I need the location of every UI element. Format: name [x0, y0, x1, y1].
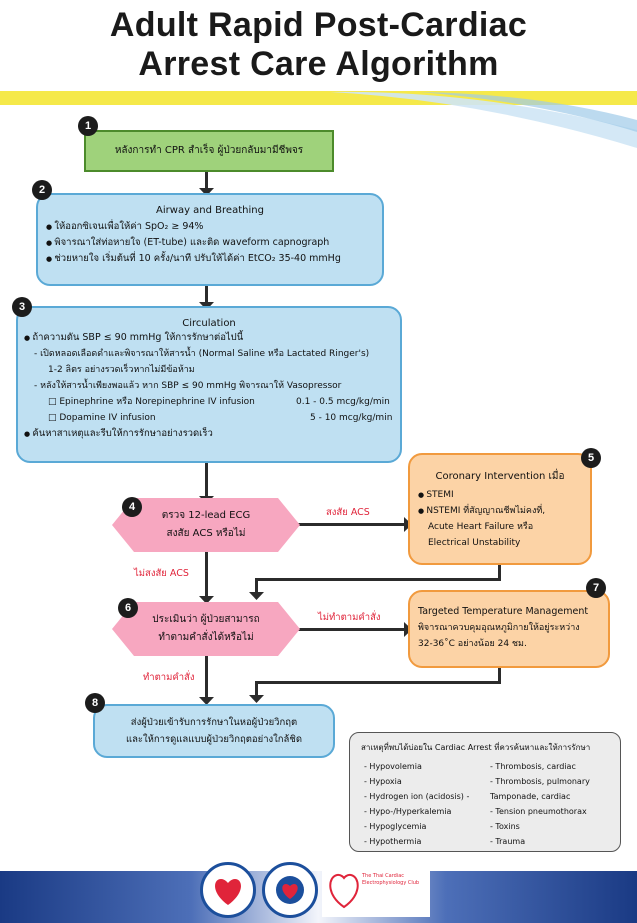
step-4-number: 4 — [122, 497, 142, 517]
step-3-line-3: 1-2 ลิตร อย่างรวดเร็วหากไม่มีข้อห้าม — [48, 365, 195, 375]
cause-left-6: - Hypothermia — [364, 837, 422, 846]
connector-1-2 — [205, 172, 208, 190]
step-4-text: ตรวจ 12-lead ECG สงสัย ACS หรือไม่ — [112, 507, 300, 543]
return-7-line-down — [255, 681, 258, 697]
title-line-1: Adult Rapid Post-Cardiac — [109, 6, 528, 44]
step-8-box: ส่งผู้ป่วยเข้ารับการรักษาในหอผู้ป่วยวิกฤ… — [93, 704, 335, 758]
connector-6-8 — [205, 654, 208, 699]
step-4-line-2: สงสัย ACS หรือไม่ — [166, 528, 246, 539]
step-3-number: 3 — [12, 297, 32, 317]
step-6-number: 6 — [118, 598, 138, 618]
step-2-item-2: พิจารณาใส่ท่อหายใจ (ET-tube) และติด wave… — [46, 235, 382, 251]
step-2-number: 2 — [32, 180, 52, 200]
title-line-2: Arrest Care Algorithm — [138, 45, 499, 83]
step-3-line-5: ค้นหาสาเหตุและรีบให้การรักษาอย่างรวดเร็ว — [24, 426, 400, 442]
ep-club-name: The Thai Cardiac Electrophysiology Club — [362, 873, 420, 886]
step-2-box: Airway and Breathing ให้ออกซิเจนเพื่อให้… — [36, 193, 384, 286]
step-5-number: 5 — [581, 448, 601, 468]
step-5-item-2c: Electrical Unstability — [428, 538, 521, 548]
cause-right-6: - Trauma — [490, 837, 526, 846]
step-3-line-2: - เปิดหลอดเลือดดำและพิจารณาให้สารน้ำ (No… — [34, 349, 370, 359]
step-3-drug-1-name: Epinephrine หรือ Norepinephrine IV infus… — [59, 397, 255, 407]
step-3-drug-2-name: Dopamine IV infusion — [59, 413, 156, 423]
step-7-line-2: 32-36˚C อย่างน้อย 24 ชม. — [418, 639, 527, 649]
connector-4-5 — [297, 523, 407, 526]
step-3-line-4: - หลังให้สารน้ำเพียงพอแล้ว หาก SBP ≤ 90 … — [34, 381, 342, 391]
step-5-item-2b: Acute Heart Failure หรือ — [428, 522, 534, 532]
edge-label-follow-yes: ทำตามคำสั่ง — [143, 672, 195, 683]
return-5-line-h — [255, 578, 501, 581]
cause-right-3: Tamponade, cardiac — [490, 792, 571, 801]
footer-band — [0, 871, 637, 923]
step-1-text: หลังการทำ CPR สำเร็จ ผู้ป่วยกลับมามีชีพจ… — [114, 145, 304, 156]
step-7-title: Targeted Temperature Management — [418, 606, 589, 617]
step-5-item-2: NSTEMI ที่สัญญาณชีพไม่คงที่, — [418, 503, 590, 519]
cause-right-1: - Thrombosis, cardiac — [490, 762, 576, 771]
step-3-dose-2: 5 - 10 mcg/kg/min — [310, 413, 393, 423]
step-7-line-1: พิจารณาควบคุมอุณหภูมิกายให้อยู่ระหว่าง — [418, 623, 580, 633]
step-3-drug-1: Epinephrine หรือ Norepinephrine IV infus… — [48, 394, 400, 410]
causes-right-list: - Thrombosis, cardiac - Thrombosis, pulm… — [490, 759, 590, 849]
return-5-line-v — [498, 565, 501, 579]
title-swoosh-decoration — [0, 91, 637, 148]
edge-label-acs-yes: สงสัย ACS — [326, 507, 370, 518]
step-1-number: 1 — [78, 116, 98, 136]
return-7-line-h — [255, 681, 501, 684]
cause-right-2: - Thrombosis, pulmonary — [490, 777, 590, 786]
cause-right-4: - Tension pneumothorax — [490, 807, 587, 816]
return-5-line-down — [255, 578, 258, 594]
step-2-item-1: ให้ออกซิเจนเพื่อให้ค่า SpO₂ ≥ 94% — [46, 219, 382, 235]
step-2-title: Airway and Breathing — [156, 205, 264, 216]
step-7-number: 7 — [586, 578, 606, 598]
step-3-box: Circulation ถ้าความดัน SBP ≤ 90 mmHg ให้… — [16, 306, 402, 463]
connector-3-4 — [205, 463, 208, 498]
step-4-hexagon — [112, 498, 300, 552]
page-title: Adult Rapid Post-Cardiac Arrest Care Alg… — [0, 6, 637, 84]
step-5-item-1: STEMI — [418, 487, 590, 503]
step-8-line-2: และให้การดูแลแบบผู้ป่วยวิกฤตอย่างใกล้ชิด — [125, 734, 302, 745]
step-7-box: Targeted Temperature Management พิจารณาค… — [408, 590, 610, 668]
step-4-line-1: ตรวจ 12-lead ECG — [161, 510, 251, 521]
step-5-title: Coronary Intervention เมื่อ — [435, 471, 565, 482]
step-5-box: Coronary Intervention เมื่อ STEMI NSTEMI… — [408, 453, 592, 565]
causes-title: สาเหตุที่พบได้บ่อยใน Cardiac Arrest ที่ค… — [361, 743, 591, 752]
heart-association-logo — [200, 862, 256, 918]
step-1-box: หลังการทำ CPR สำเร็จ ผู้ป่วยกลับมามีชีพจ… — [84, 130, 334, 172]
step-6-line-1: ประเมินว่า ผู้ป่วยสามารถ — [152, 614, 260, 625]
step-3-title: Circulation — [182, 318, 236, 329]
step-8-line-1: ส่งผู้ป่วยเข้ารับการรักษาในหอผู้ป่วยวิกฤ… — [130, 717, 298, 728]
ep-club-logo: The Thai Cardiac Electrophysiology Club — [322, 863, 430, 917]
connector-4-6 — [205, 551, 208, 598]
causes-box: สาเหตุที่พบได้บ่อยใน Cardiac Arrest ที่ค… — [349, 732, 621, 852]
causes-left-list: - Hypovolemia - Hypoxia - Hydrogen ion (… — [364, 759, 469, 849]
step-6-hexagon — [112, 602, 300, 656]
step-8-number: 8 — [85, 693, 105, 713]
step-2-item-3: ช่วยหายใจ เริ่มต้นที่ 10 ครั้ง/นาที ปรับ… — [46, 251, 382, 267]
step-3-dose-1: 0.1 - 0.5 mcg/kg/min — [296, 397, 390, 407]
step-3-line-1: ถ้าความดัน SBP ≤ 90 mmHg ให้การรักษาต่อไ… — [24, 330, 400, 346]
cause-left-1: - Hypovolemia — [364, 762, 422, 771]
cardiology-society-logo — [262, 862, 318, 918]
connector-2-3 — [205, 286, 208, 304]
connector-6-7 — [297, 628, 407, 631]
edge-label-acs-no: ไม่สงสัย ACS — [134, 568, 189, 579]
cause-left-4: - Hypo-/Hyperkalemia — [364, 807, 452, 816]
cause-left-2: - Hypoxia — [364, 777, 402, 786]
edge-label-follow-no: ไม่ทำตามคำสั่ง — [318, 612, 381, 623]
cause-right-5: - Toxins — [490, 822, 520, 831]
cause-left-5: - Hypoglycemia — [364, 822, 427, 831]
step-6-line-2: ทำตามคำสั่งได้หรือไม่ — [158, 632, 254, 643]
return-7-line-v — [498, 668, 501, 682]
step-6-text: ประเมินว่า ผู้ป่วยสามารถ ทำตามคำสั่งได้ห… — [112, 611, 300, 647]
cause-left-3: - Hydrogen ion (acidosis) - — [364, 792, 470, 801]
step-3-drug-2: Dopamine IV infusion 5 - 10 mcg/kg/min — [48, 410, 400, 426]
